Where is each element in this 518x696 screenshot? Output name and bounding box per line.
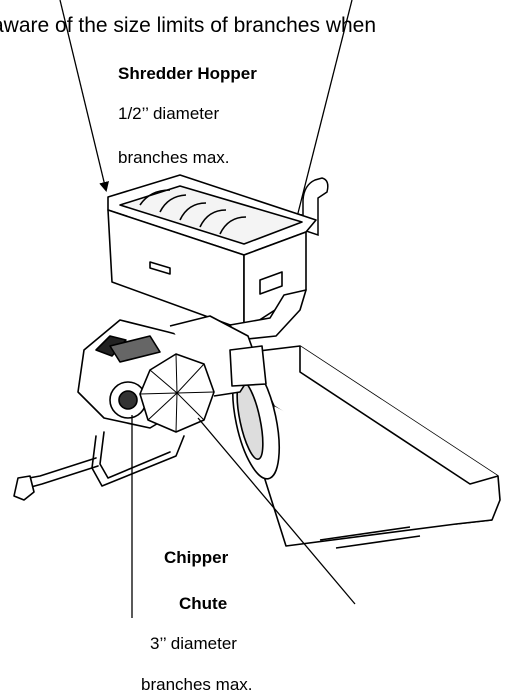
- shredder-hopper-limit: branches max.: [118, 148, 230, 167]
- frame-drawing: [13, 431, 185, 501]
- chipper-chute-limit: branches max.: [141, 675, 253, 694]
- chipper-chute-title-1: Chipper: [164, 548, 229, 567]
- shredder-hopper-diameter: 1/2’’ diameter: [118, 104, 220, 123]
- shredder-hopper-title: Shredder Hopper: [118, 64, 257, 83]
- instruction-text: aware of the size limits of branches whe…: [0, 14, 377, 37]
- chipper-chute-drawing: [139, 353, 215, 433]
- shredder-hopper-drawing: [107, 174, 317, 341]
- chipper-chute-title-2: Chute: [179, 594, 228, 613]
- hopper-arrow-right: [293, 0, 353, 223]
- hopper-arrow-left: [59, 0, 109, 192]
- wheel-drawing: [231, 360, 281, 480]
- side-panel-drawing: [249, 345, 501, 549]
- chipper-leader-right: [197, 417, 356, 605]
- chipper-chute-diameter: 3’’ diameter: [150, 634, 237, 653]
